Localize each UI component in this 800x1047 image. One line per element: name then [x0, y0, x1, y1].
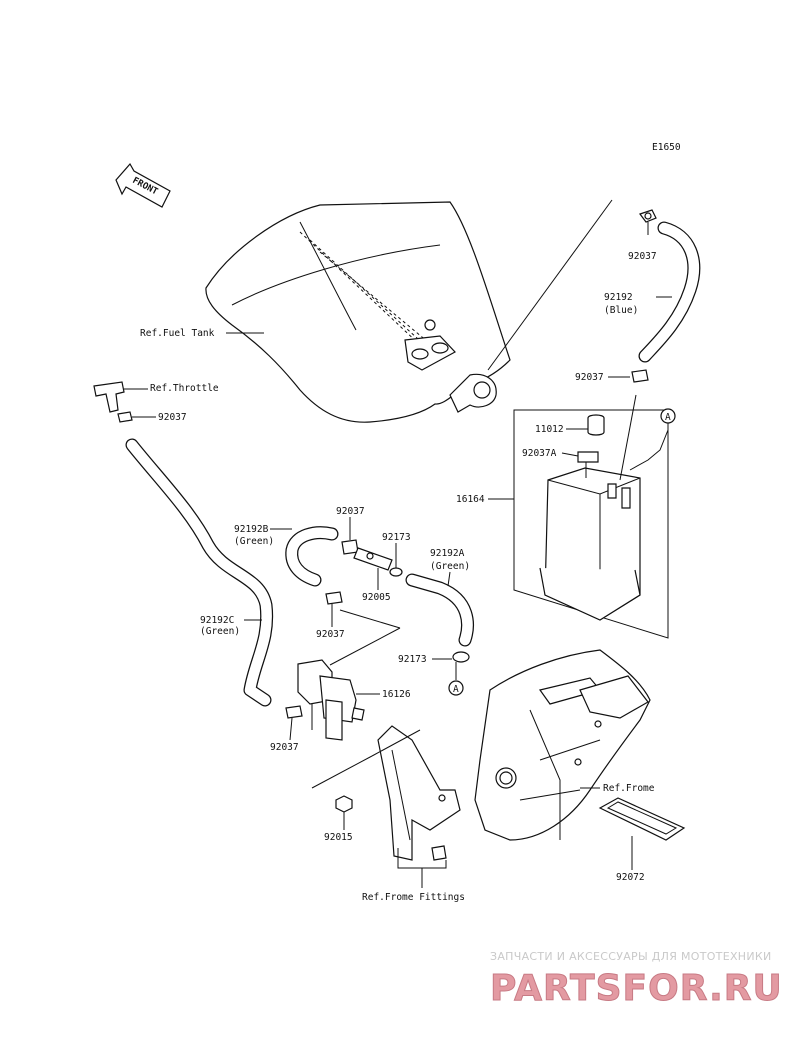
clamp-92037-valve [341, 539, 359, 555]
label-92192a: 92192A [430, 548, 465, 559]
label-92192c: 92192C [200, 615, 234, 626]
hose-92192b-green [285, 526, 339, 587]
frame [474, 649, 651, 841]
clamp-92173-bottom [452, 651, 470, 663]
bolt [431, 845, 447, 861]
seal-92072 [598, 797, 686, 841]
solenoid-valve-16126 [297, 659, 365, 741]
hose-92192c-green [125, 438, 274, 707]
hose-92192a-green [405, 573, 474, 647]
throttle-fitting [93, 381, 125, 413]
label-16164: 16164 [456, 494, 485, 505]
callout-a-bottom-label: A [453, 684, 459, 695]
fitting-92005 [353, 547, 393, 571]
label-92192c-color: (Green) [200, 626, 240, 637]
label-92037-mid: 92037 [575, 372, 604, 383]
clamp-92173-top [389, 567, 403, 577]
front-arrow-icon: FRONT [115, 162, 171, 208]
label-92192-color: (Blue) [604, 305, 638, 316]
diagram-code: E1650 [652, 142, 681, 153]
clamp-92037-top [639, 209, 657, 223]
label-11012: 11012 [535, 424, 564, 435]
label-92173-top: 92173 [382, 532, 411, 543]
canister-box [513, 394, 669, 639]
clamp-92037-left [285, 705, 303, 719]
label-92037-left: 92037 [270, 742, 299, 753]
label-92005: 92005 [362, 592, 391, 603]
ref-throttle-label: Ref.Throttle [150, 383, 219, 394]
callout-a-top-label: A [665, 412, 671, 423]
label-92072: 92072 [616, 872, 645, 883]
callout-a-bottom [448, 680, 464, 696]
ref-frame-label: Ref.Frome [603, 783, 655, 794]
clamp-92037-throttle [117, 411, 133, 423]
label-92037-lower: 92037 [316, 629, 345, 640]
hose-92192-blue [638, 221, 701, 363]
watermark-text: ЗАПЧАСТИ И АКСЕССУАРЫ ДЛЯ МОТОТЕХНИКИ [490, 950, 772, 963]
nut-92015 [335, 795, 353, 813]
label-92192b: 92192B [234, 524, 269, 535]
clamp-92037-lower [325, 591, 343, 605]
label-92037a: 92037A [522, 448, 557, 459]
label-92037-valve: 92037 [336, 506, 365, 517]
label-92173-bottom: 92173 [398, 654, 427, 665]
label-92192a-color: (Green) [430, 561, 470, 572]
label-92192b-color: (Green) [234, 536, 274, 547]
label-16126: 16126 [382, 689, 411, 700]
clamp-92037-mid [631, 369, 649, 383]
label-92037-top: 92037 [628, 251, 657, 262]
bracket [311, 725, 461, 861]
label-92037-throttle: 92037 [158, 412, 187, 423]
label-92015: 92015 [324, 832, 353, 843]
ref-fuel-tank-label: Ref.Fuel Tank [140, 328, 215, 339]
callout-a-top [660, 408, 676, 424]
fuel-tank-outline [205, 199, 613, 423]
ref-frame-fittings-label: Ref.Frome Fittings [362, 892, 465, 903]
label-92192: 92192 [604, 292, 633, 303]
watermark-logo: PARTSFOR.RU [490, 968, 783, 1009]
